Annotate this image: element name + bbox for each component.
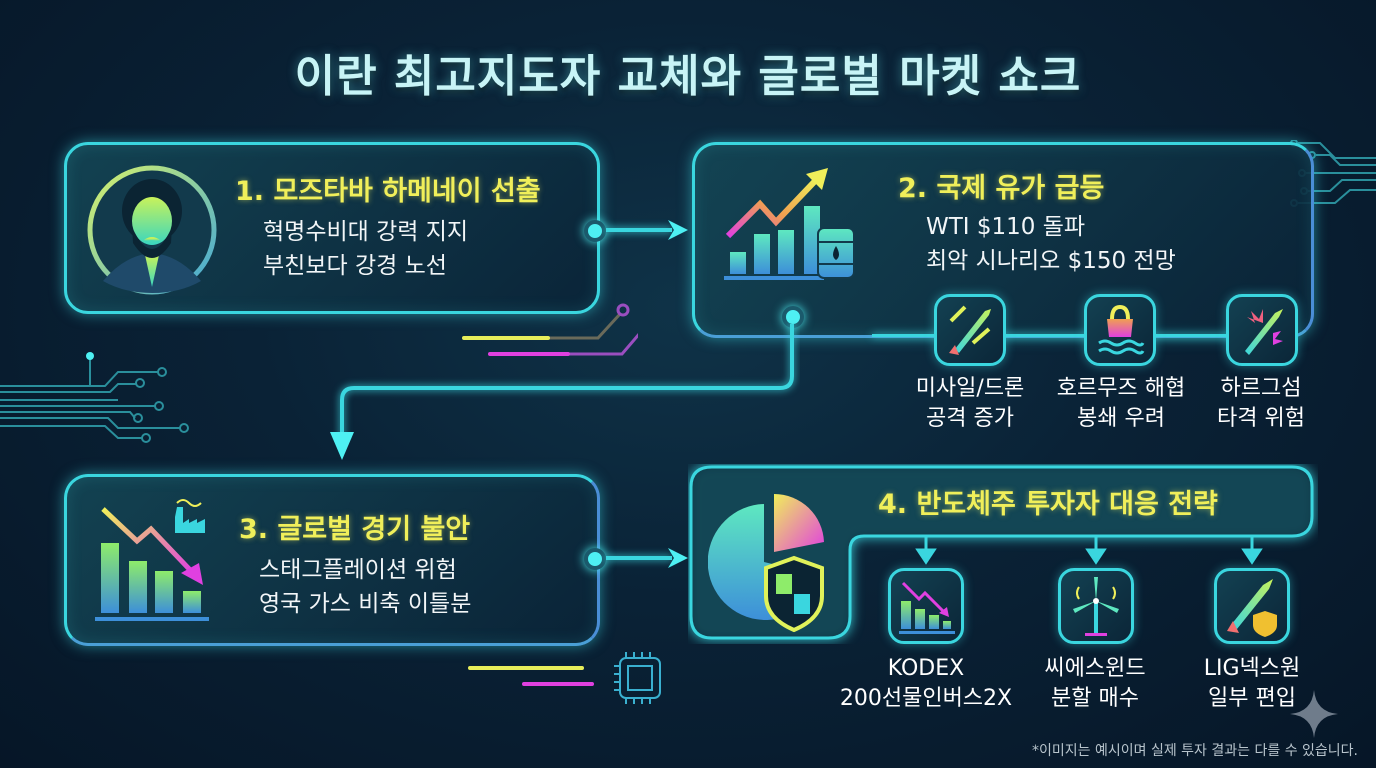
missile-icon <box>949 305 991 355</box>
oil-chart-icon <box>724 168 855 280</box>
inverse-chart-icon <box>899 581 955 634</box>
risk-label-line: 호르무즈 해협 <box>1056 376 1186 401</box>
strategy-label-line: LIG넥스원 <box>1203 656 1301 681</box>
section-heading: 1. 모즈타바 하메네이 선출 <box>235 176 541 207</box>
risk-label-line: 하르그섬 <box>1220 376 1302 401</box>
section-line: 부친보다 강경 노선 <box>263 253 447 279</box>
strategy-label-line: KODEX <box>887 656 965 681</box>
connector-node <box>584 548 606 570</box>
section-line: 혁명수비대 강력 지지 <box>263 219 469 245</box>
strategy-label-line: 씨에스윈드 <box>1044 656 1146 681</box>
section-line: 영국 가스 비축 이틀분 <box>259 591 472 617</box>
arrow-right-icon <box>668 548 688 568</box>
strategy-icon-box[interactable] <box>1058 568 1134 644</box>
missile-strike-icon <box>1245 309 1283 355</box>
section-line: WTI $110 돌파 <box>926 214 1086 240</box>
risk-icon-box[interactable] <box>1226 294 1298 366</box>
connector-path <box>330 324 794 460</box>
section-line: 스태그플레이션 위험 <box>259 557 457 583</box>
arrow-right-icon <box>668 220 688 240</box>
declining-chart-icon <box>95 499 209 621</box>
circuit-decoration-icon <box>0 352 189 443</box>
chip-decoration-icon <box>468 652 661 704</box>
strategy-label: 씨에스윈드 분할 매수 <box>1020 654 1170 714</box>
section-card-leader: 1. 모즈타바 하메네이 선출 혁명수비대 강력 지지 부친보다 강경 노선 <box>64 142 600 314</box>
strategy-label-line: 분할 매수 <box>1051 686 1139 711</box>
pie-shield-icon <box>708 494 824 633</box>
section-heading: 4. 반도체주 투자자 대응 전략 <box>878 489 1218 520</box>
page-title: 이란 최고지도자 교체와 글로벌 마켓 쇼크 <box>294 51 1082 102</box>
section-text: WTI $110 돌파 최악 시나리오 $150 전망 <box>926 210 1176 278</box>
strategy-icon-box[interactable] <box>888 568 964 644</box>
sparkle-icon <box>1290 690 1338 738</box>
risk-label-line: 공격 증가 <box>926 406 1014 431</box>
wind-turbine-icon <box>1073 577 1119 636</box>
circuit-decoration-icon <box>462 303 638 356</box>
section-line: 최악 시나리오 $150 전망 <box>926 248 1176 274</box>
strategy-arrows <box>915 536 1263 565</box>
connector-line <box>606 228 672 232</box>
risk-label-line: 미사일/드론 <box>915 376 1025 401</box>
risk-icon-box[interactable] <box>1084 294 1156 366</box>
risk-label-line: 봉쇄 우려 <box>1077 406 1165 431</box>
risk-label-line: 타격 위험 <box>1217 406 1305 431</box>
leader-avatar-icon <box>87 165 217 295</box>
section-card-strategy <box>689 465 1314 640</box>
strategy-label: KODEX 200선물인버스2X <box>826 654 1026 714</box>
strategy-label-line: 200선물인버스2X <box>839 686 1013 711</box>
risk-icon-box[interactable] <box>934 294 1006 366</box>
section-heading: 2. 국제 유가 급등 <box>898 173 1105 204</box>
risk-label: 하르그섬 타격 위험 <box>1196 374 1326 434</box>
section-text: 스태그플레이션 위험 영국 가스 비축 이틀분 <box>259 553 471 621</box>
connector-line <box>872 334 1238 337</box>
section-text: 혁명수비대 강력 지지 부친보다 강경 노선 <box>263 215 468 283</box>
strategy-icon-box[interactable] <box>1214 568 1290 644</box>
risk-label: 미사일/드론 공격 증가 <box>900 374 1040 434</box>
ship-blockade-icon <box>1098 304 1145 355</box>
connector-line <box>606 556 672 560</box>
disclaimer-text: *이미지는 예시이며 실제 투자 결과는 다를 수 있습니다. <box>1032 743 1358 759</box>
missile-shield-icon <box>1227 579 1277 637</box>
connector-node <box>584 220 606 242</box>
section-heading: 3. 글로벌 경기 불안 <box>239 514 471 545</box>
section-card-economy: 3. 글로벌 경기 불안 스태그플레이션 위험 영국 가스 비축 이틀분 <box>64 474 600 646</box>
risk-label: 호르무즈 해협 봉쇄 우려 <box>1046 374 1196 434</box>
strategy-label: LIG넥스원 일부 편입 <box>1180 654 1324 714</box>
strategy-label-line: 일부 편입 <box>1208 686 1296 711</box>
